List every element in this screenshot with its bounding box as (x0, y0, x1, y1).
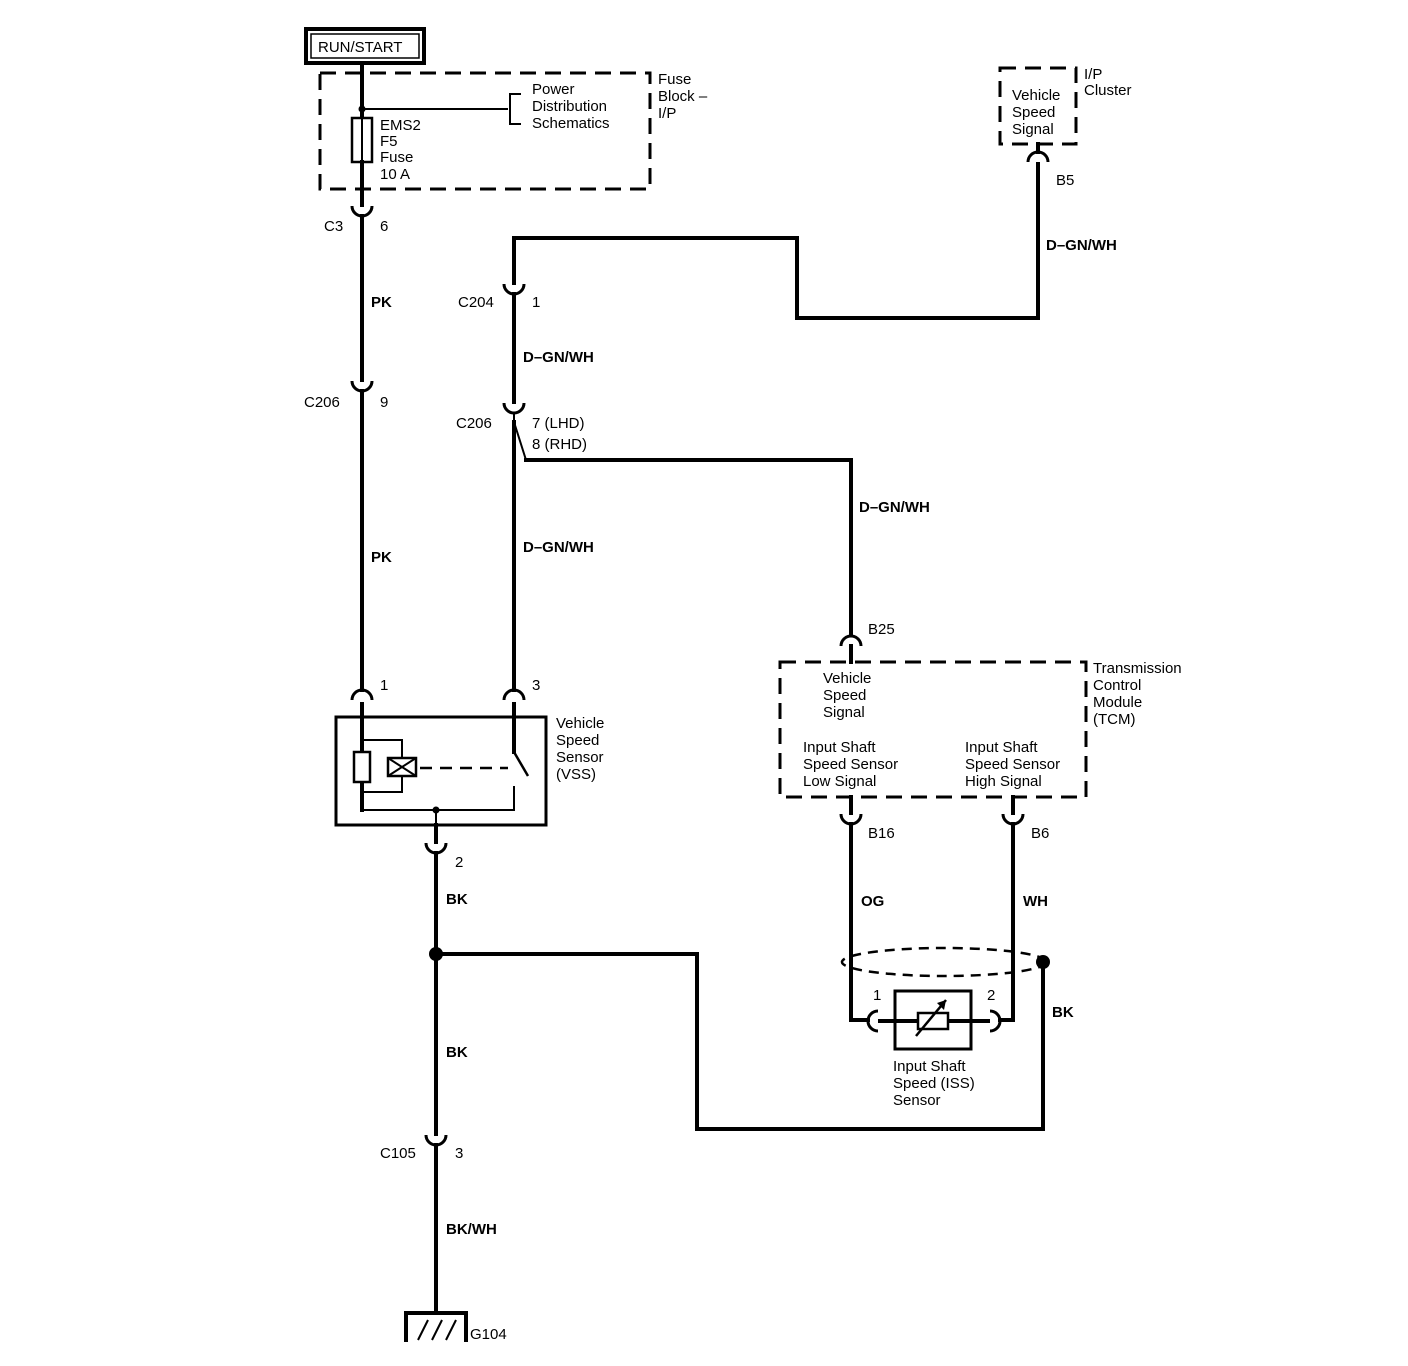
vss-pin3-connector (502, 688, 526, 701)
vss-pin1-connector (350, 688, 374, 701)
c206-sig-connector (502, 402, 526, 415)
input-shaft-speed-sensor (878, 989, 990, 1051)
tcm-high-2: Speed Sensor (965, 756, 1060, 773)
vss-label-4: (VSS) (556, 766, 596, 783)
tcm-title-1: Transmission (1093, 660, 1182, 677)
fuse-icon (350, 116, 374, 164)
tcm-title-4: (TCM) (1093, 711, 1135, 728)
b16-pin: B16 (868, 825, 895, 842)
ip-cluster-signal-1: Vehicle (1012, 87, 1060, 104)
wire-pk-upper: PK (371, 294, 392, 311)
iss-pin1: 1 (873, 987, 881, 1004)
c105-pin: 3 (455, 1145, 463, 1162)
vss-label-1: Vehicle (556, 715, 604, 732)
c206-pk-pin: 9 (380, 394, 388, 411)
wire-og: OG (861, 893, 884, 910)
iss-label-2: Speed (ISS) (893, 1075, 975, 1092)
wire-wh: WH (1023, 893, 1048, 910)
vehicle-speed-sensor (334, 702, 548, 827)
wire-pk-lower: PK (371, 549, 392, 566)
fuse-number: F5 (380, 133, 398, 150)
fuse-block-title-1: Fuse (658, 71, 691, 88)
c204-pin: 1 (532, 294, 540, 311)
wire-dgnwh-mid: D–GN/WH (523, 349, 594, 366)
fuse-word: Fuse (380, 149, 413, 166)
tcm-high-3: High Signal (965, 773, 1042, 790)
c204-label: C204 (458, 294, 494, 311)
fuse-block-title-2: Block – (658, 88, 708, 105)
run-start-power-source: RUN/START (304, 27, 426, 65)
b5-pin: B5 (1056, 172, 1074, 189)
fuse-block-ip: Fuse Block – I/P (318, 71, 708, 191)
vss-pin1: 1 (380, 677, 388, 694)
vss-label-3: Sensor (556, 749, 604, 766)
c206-sig-label: C206 (456, 415, 492, 432)
wire-bk-upper: BK (446, 891, 468, 908)
tcm-high-1: Input Shaft (965, 739, 1038, 756)
ground-label: G104 (470, 1326, 507, 1343)
b5-connector (1026, 150, 1050, 163)
tcm-low-3: Low Signal (803, 773, 876, 790)
b6-pin: B6 (1031, 825, 1049, 842)
wire-dgnwh-tcm: D–GN/WH (859, 499, 930, 516)
switch-contact-icon (512, 751, 530, 777)
ip-cluster-title-1: I/P (1084, 66, 1102, 83)
b25-connector (839, 634, 863, 647)
iss-pin1-connector (866, 1009, 879, 1033)
fuse-block-title-3: I/P (658, 105, 676, 122)
resistor-icon (352, 750, 372, 784)
iss-pin2: 2 (987, 987, 995, 1004)
iss-pin2-connector (989, 1009, 1002, 1033)
iss-label-1: Input Shaft (893, 1058, 966, 1075)
cable-shield (840, 946, 1048, 978)
run-start-label: RUN/START (318, 39, 402, 56)
tcm-vss-2: Speed (823, 687, 866, 704)
pds-label-1: Power (532, 81, 575, 98)
c206-pk-label: C206 (304, 394, 340, 411)
c3-pin: 6 (380, 218, 388, 235)
b25-pin: B25 (868, 621, 895, 638)
tcm-vss-3: Signal (823, 704, 865, 721)
fuse-name: EMS2 (380, 117, 421, 134)
vss-label-2: Speed (556, 732, 599, 749)
tcm-low-2: Speed Sensor (803, 756, 898, 773)
pds-label-2: Distribution (532, 98, 607, 115)
ip-cluster-title-2: Cluster (1084, 82, 1132, 99)
c3-label: C3 (324, 218, 343, 235)
wire-bk-lower: BK (446, 1044, 468, 1061)
wire-bk-shield: BK (1052, 1004, 1074, 1021)
iss-label-3: Sensor (893, 1092, 941, 1109)
tcm-title-2: Control (1093, 677, 1141, 694)
tcm-vss-1: Vehicle (823, 670, 871, 687)
tcm-title-3: Module (1093, 694, 1142, 711)
wire-dgnwh-lower: D–GN/WH (523, 539, 594, 556)
c105-label: C105 (380, 1145, 416, 1162)
pds-label-3: Schematics (532, 115, 610, 132)
tcm-low-1: Input Shaft (803, 739, 876, 756)
shield-drain-dot (1036, 955, 1050, 969)
ip-cluster-signal-2: Speed (1012, 104, 1055, 121)
ip-cluster: I/P Cluster Vehicle Speed Signal (998, 66, 1132, 146)
ground-icon (404, 1311, 468, 1342)
transmission-control-module: Transmission Control Module (TCM) Vehicl… (778, 660, 1182, 799)
c206-pin-rhd: 8 (RHD) (532, 436, 587, 453)
ip-cluster-signal-3: Signal (1012, 121, 1054, 138)
coil-icon (386, 756, 418, 778)
wire-bkwh: BK/WH (446, 1221, 497, 1238)
wire-dgnwh-cluster: D–GN/WH (1046, 237, 1117, 254)
fuse-rating: 10 A (380, 166, 410, 183)
vss-pin2: 2 (455, 854, 463, 871)
c206-pin-lhd: 7 (LHD) (532, 415, 585, 432)
vss-pin3: 3 (532, 677, 540, 694)
